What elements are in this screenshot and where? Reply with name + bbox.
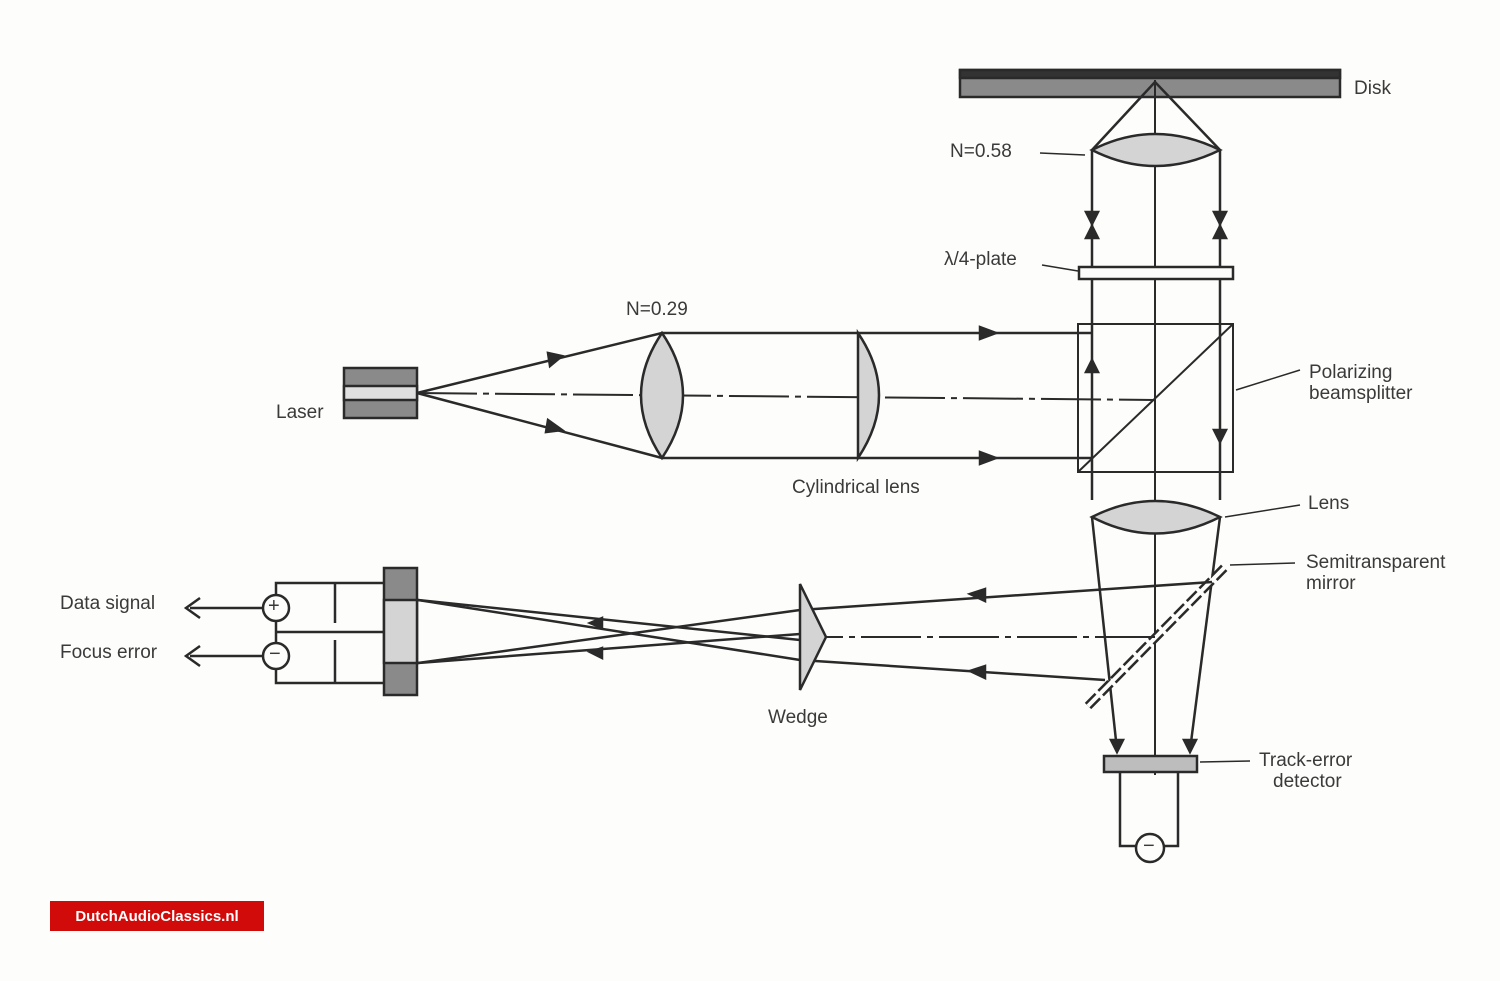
objective-lens [1089,132,1223,168]
track-error-label-1: Track-error [1259,750,1353,771]
disk-label: Disk [1354,78,1391,99]
beamsplitter-label-2: beamsplitter [1309,383,1413,404]
cylindrical-lens-label: Cylindrical lens [792,477,920,498]
beamsplitter-label-1: Polarizing [1309,362,1393,383]
objective-na-label: N=0.58 [950,141,1012,162]
minus-symbol: − [269,643,281,665]
quarter-wave-plate-label: λ/4-plate [944,249,1017,270]
lens [1089,499,1223,535]
lens-label: Lens [1308,493,1350,514]
focus-error-label: Focus error [60,642,158,663]
cylindrical-lens [856,328,881,463]
track-error-label-2: detector [1273,771,1342,792]
watermark-badge: DutchAudioClassics.nl [50,901,264,931]
wedge [798,583,828,691]
quarter-wave-plate [1077,265,1235,281]
track-error-detector [1102,754,1199,774]
wedge-label: Wedge [768,707,828,728]
data-signal-label: Data signal [60,593,156,614]
track-minus-symbol: − [1143,835,1155,857]
collimator-na-label: N=0.29 [626,299,688,320]
collimator-lens [639,330,685,461]
track-diff-amplifier [1134,832,1166,864]
mirror-label-2: mirror [1306,573,1356,594]
mirror-label-1: Semitransparent [1306,552,1446,573]
polarizing-beamsplitter [1077,323,1234,473]
plus-symbol: + [268,595,280,617]
laser-label: Laser [276,402,324,423]
